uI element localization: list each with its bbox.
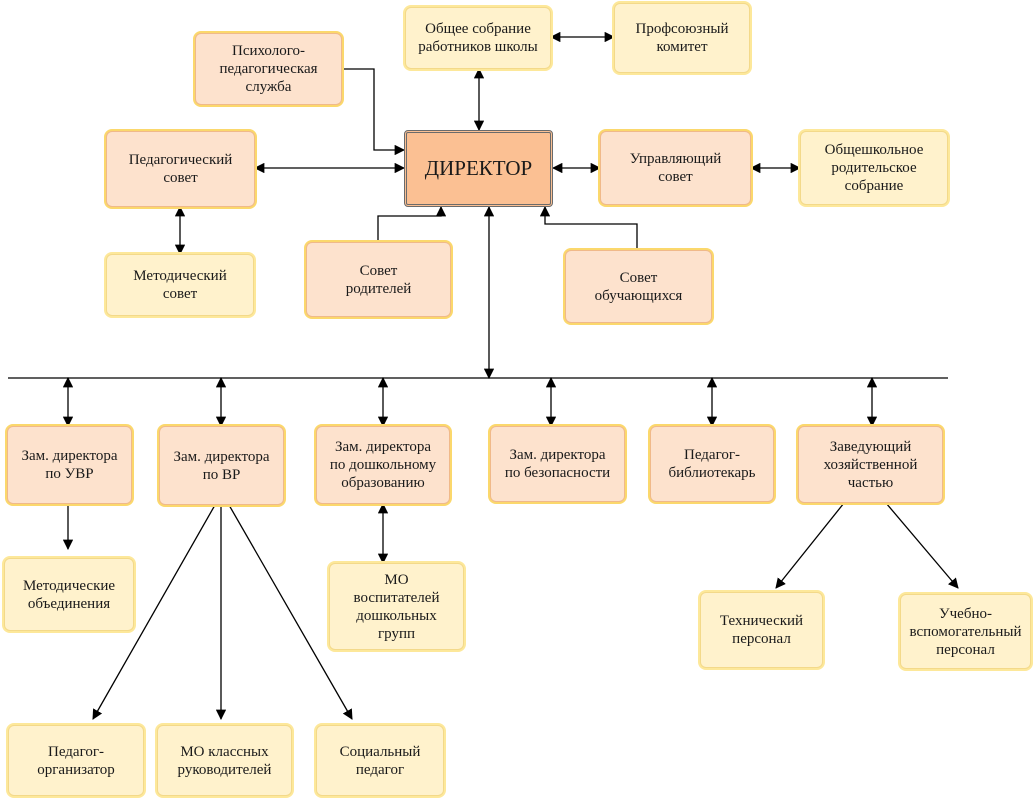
node-managing-council: Управляющий совет — [600, 131, 751, 205]
node-mo-class-teachers: МО классных руководителей — [157, 725, 292, 796]
node-support-staff: Учебно- вспомогательный персонал — [900, 594, 1031, 669]
node-general-meeting: Общее собрание работников школы — [405, 7, 551, 69]
node-deputy-preschool: Зам. директора по дошкольному образовани… — [316, 426, 450, 504]
edge-deputy-vr-social-pedagogue — [228, 504, 353, 720]
node-ped-council: Педагогический совет — [106, 131, 255, 207]
node-psych-service: Психолого- педагогическая служба — [195, 33, 342, 105]
node-deputy-vr: Зам. директора по ВР — [159, 426, 284, 505]
node-social-pedagogue: Социальный педагог — [316, 725, 444, 796]
node-deputy-uvr: Зам. директора по УВР — [7, 426, 132, 504]
node-mo-educators: МО воспитателей дошкольных групп — [329, 563, 464, 650]
node-director: ДИРЕКТОР — [404, 130, 553, 207]
node-head-household: Заведующий хозяйственной частью — [798, 426, 943, 503]
edge-parents-council-director — [377, 205, 447, 242]
edge-students-council-director — [539, 205, 638, 250]
edge-head-household-support-staff — [885, 502, 959, 589]
node-students-council: Совет обучающихся — [565, 250, 712, 323]
node-method-council: Методический совет — [106, 254, 254, 316]
node-technical-staff: Технический персонал — [700, 592, 823, 668]
node-parents-meeting: Общешкольное родительское собрание — [800, 131, 948, 205]
node-parents-council: Совет родителей — [306, 242, 451, 317]
edge-deputy-vr-ped-organizer — [92, 504, 216, 720]
node-ped-organizer: Педагог- организатор — [8, 725, 144, 796]
node-librarian: Педагог- библиотекарь — [650, 426, 774, 502]
edge-head-household-technical-staff — [775, 502, 845, 589]
node-trade-union: Профсоюзный комитет — [614, 3, 750, 73]
node-deputy-safety: Зам. директора по безопасности — [490, 426, 625, 502]
node-method-associations: Методические объединения — [4, 558, 134, 631]
edge-psych-service-director — [342, 68, 406, 156]
